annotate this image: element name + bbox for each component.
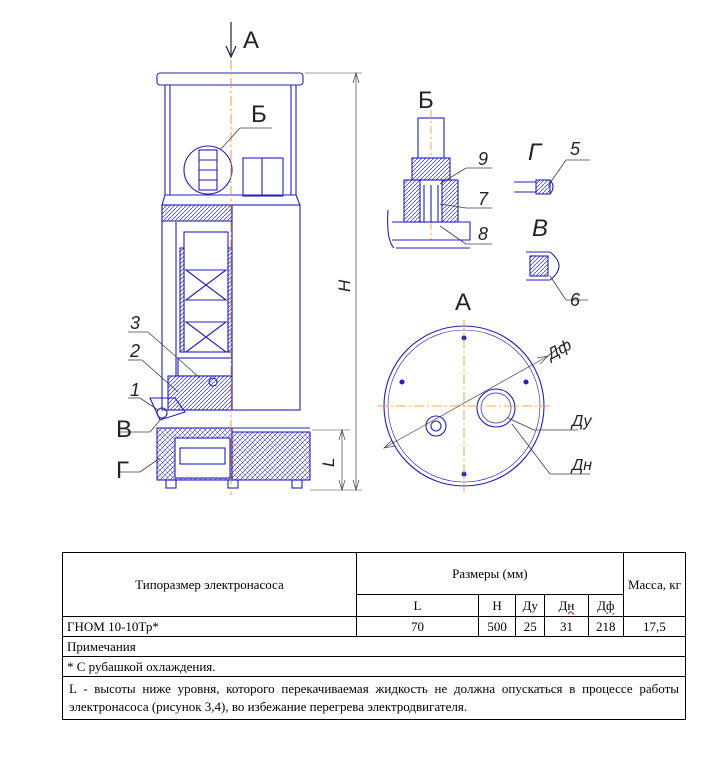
dim-h-label: H [335,279,354,292]
header-type: Типоразмер электронасоса [62,552,357,617]
callout-3: 3 [130,313,140,333]
view-a-arrow-label: А [243,27,259,54]
detail-b-callout: Б [251,101,267,128]
detail-v-title: В [532,215,548,242]
callout-2: 2 [129,341,140,361]
dim-du-label: Ду [570,413,592,430]
detail-g-title: Г [528,139,543,166]
dim-l-label: L [319,458,338,467]
note-level-l: L - высоты ниже уровня, которого перекач… [62,676,686,720]
detail-v-item-6: 6 [570,290,581,310]
detail-g-item-5: 5 [570,139,581,159]
detail-b-item-8: 8 [478,224,488,244]
detail-b-title: Б [418,87,434,114]
subheader-df: Дф [597,597,615,613]
header-mass: Масса, кг [622,552,687,617]
cell-du: 25 [515,616,546,637]
detail-g-callout: Г [116,457,129,484]
detail-v-view [526,251,588,301]
pump-main-view [118,22,362,495]
cell-mass: 17,5 [622,616,687,637]
dim-dn-label: Дн [570,457,592,474]
detail-b-view [387,110,492,249]
subheader-l: L [355,594,480,617]
pump-drawing: А Б H L 3 2 1 В Г Б 9 7 8 Г 5 [116,22,592,495]
cell-type: ГНОМ 10-10Тр* [62,616,357,637]
view-a-title: А [455,289,471,316]
spec-table: Типоразмер электронасоса Размеры (мм) Ма… [62,552,687,720]
dim-df-label: Дф [543,337,575,365]
detail-b-item-7: 7 [478,189,489,209]
subheader-du: Ду [515,594,546,617]
cell-h: 500 [477,616,517,637]
table-row: ГНОМ 10-10Тр* 70 500 25 31 218 17,5 [62,616,687,637]
note-cooling-jacket: * С рубашкой охлаждения. [62,656,686,677]
subheader-h: H [477,594,517,617]
header-dimensions: Размеры (мм) [355,552,624,595]
cell-dn: 31 [544,616,589,637]
view-a-top [378,320,590,492]
detail-b-item-9: 9 [478,149,488,169]
cell-l: 70 [355,616,480,637]
subheader-dn: Дн [558,597,575,613]
callout-1: 1 [130,380,140,400]
notes-title: Примечания [62,636,686,657]
cell-df: 218 [587,616,624,637]
detail-v-callout: В [116,416,132,443]
detail-g-view [514,159,590,195]
